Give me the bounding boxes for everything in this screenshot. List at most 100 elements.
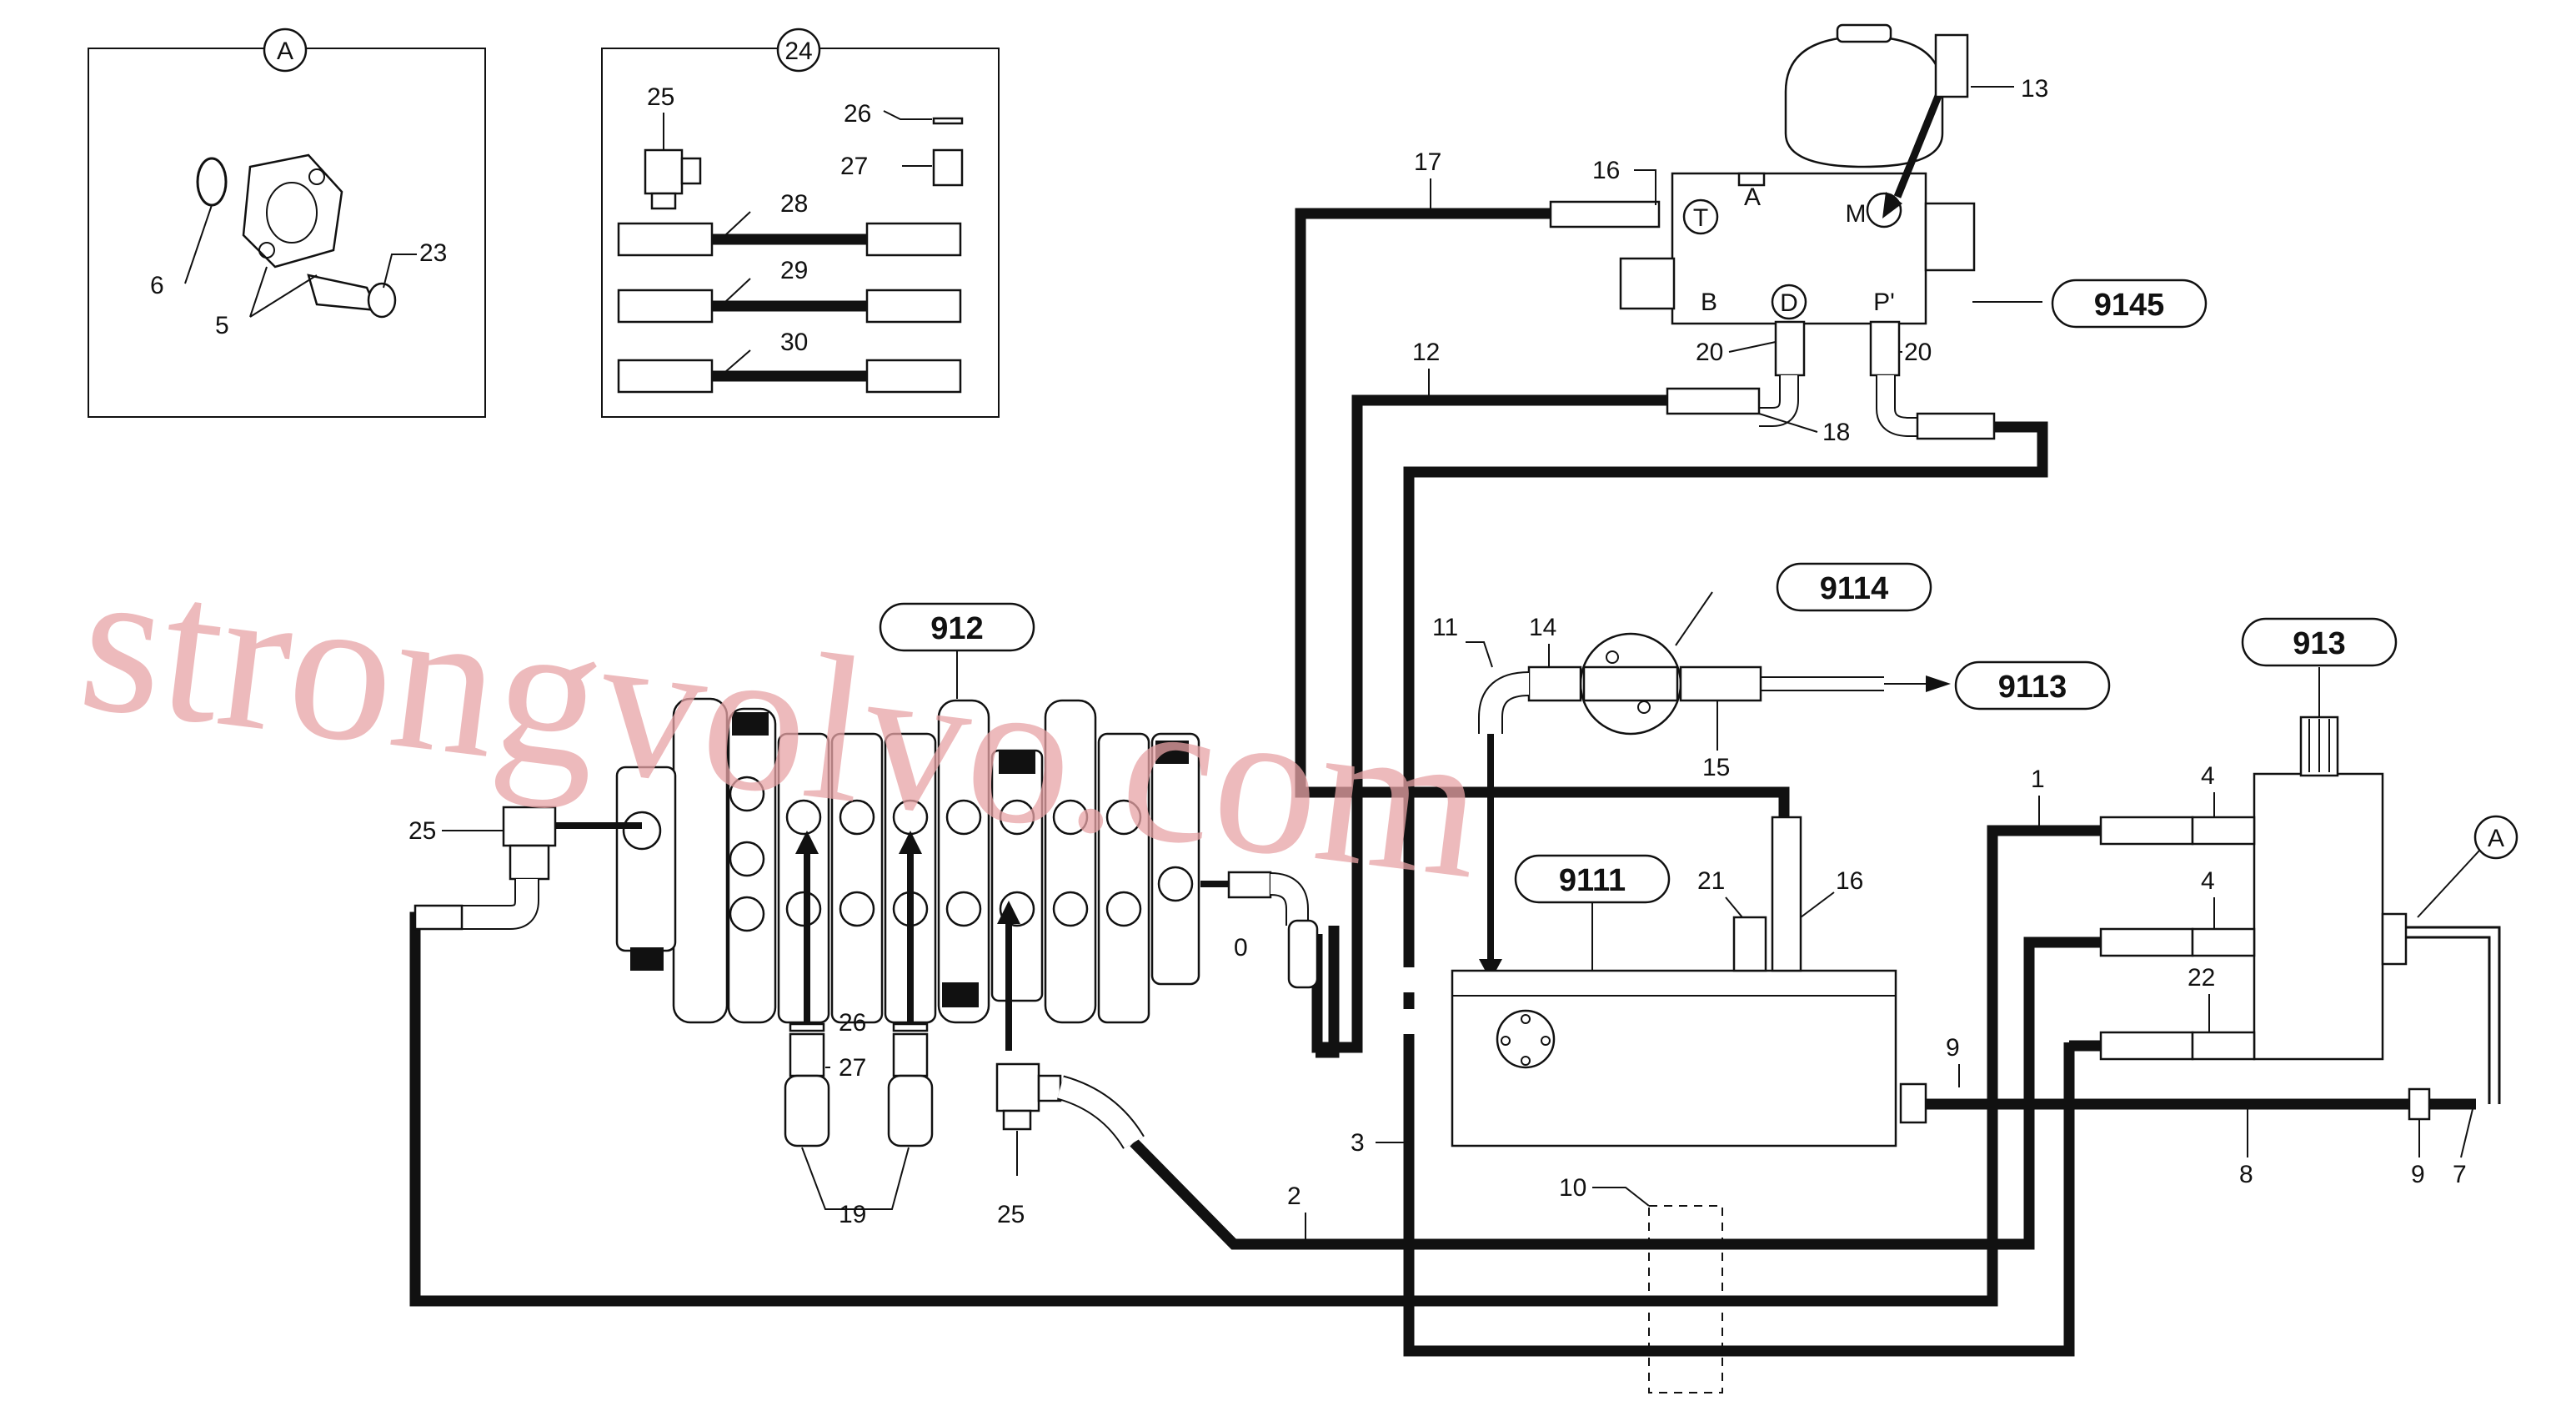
hose-29 [617, 289, 962, 324]
hose-12-end [1316, 926, 1340, 1058]
inset-24-tag: 24 [784, 38, 812, 65]
leader [883, 110, 932, 120]
label: 16 [1592, 157, 1620, 184]
inset-a-tag-circle [263, 28, 308, 73]
ref-label: 9145 [2094, 288, 2165, 323]
hose-17 [1295, 208, 1551, 798]
label: 4 [2201, 867, 2215, 895]
label: 14 [1529, 614, 1556, 641]
gauge-coupling [1934, 33, 1969, 98]
adapter [932, 148, 964, 187]
tee-fitting-nut [650, 192, 677, 210]
o-ring [196, 157, 228, 207]
flange-half [242, 153, 343, 269]
label: 20 [1696, 339, 1723, 366]
label: 0 [1234, 934, 1248, 962]
fitting-4a [2099, 816, 2194, 846]
detail-a-tag [2473, 815, 2518, 860]
arrow-head [1882, 192, 1902, 218]
tee-fitting [644, 148, 684, 195]
fitting-20 [1774, 320, 1806, 377]
label: 15 [1702, 754, 1730, 781]
hose-3 [1403, 421, 2048, 967]
valve-block-9145: T M A B D P' 9145 [1549, 23, 2208, 440]
label: 18 [1822, 419, 1850, 446]
fitting-4b [2099, 927, 2194, 957]
label: 27 [840, 153, 868, 180]
fitting-16 [1549, 200, 1661, 228]
tank-cap [1496, 1009, 1556, 1069]
coupling-19b [887, 1074, 934, 1147]
valve-section [1044, 699, 1097, 1024]
flange-hole [258, 242, 275, 259]
fitting-9 [1899, 1082, 1927, 1124]
ref-9114 [1776, 562, 1932, 612]
label: 25 [997, 1201, 1025, 1228]
label: 6 [150, 272, 164, 299]
port-label: P' [1873, 289, 1895, 316]
valve-block-side [1619, 257, 1676, 310]
fitting-21 [1732, 916, 1767, 972]
ref-label: 9111 [1559, 863, 1626, 898]
label: 19 [839, 1201, 866, 1228]
label: 11 [1432, 614, 1458, 641]
tank-913: 913 A [2099, 617, 2518, 1121]
solenoid [1924, 202, 1976, 272]
seal-washer [932, 117, 964, 125]
ref-913 [2241, 617, 2398, 667]
fitting-20b [1869, 320, 1901, 377]
hose-30 [617, 359, 962, 394]
ref-9145 [2051, 279, 2208, 329]
control-valve-912: 912 [413, 602, 1319, 1210]
fitting-14 [1527, 665, 1582, 702]
label: 20 [1904, 339, 1932, 366]
leader [724, 278, 751, 303]
ref-label: 912 [930, 611, 983, 646]
screw [307, 274, 379, 312]
flange-bore [266, 182, 318, 244]
label: 4 [2201, 762, 2215, 790]
port-label: B [1701, 289, 1717, 316]
label: 8 [2239, 1161, 2253, 1188]
label: 29 [780, 257, 808, 284]
leader [724, 211, 751, 236]
tee-fitting-port [680, 157, 702, 185]
label: 1 [2031, 766, 2045, 793]
label: 9 [2411, 1161, 2425, 1188]
port-label: A [2488, 825, 2504, 852]
port-label: A [1744, 183, 1761, 211]
tank-9111: 9111 [1451, 816, 1927, 1393]
fitting-22 [2099, 1031, 2194, 1061]
label: 17 [1414, 148, 1441, 176]
fitting-9b [2408, 1087, 2431, 1121]
tee-fitting-25b [995, 1062, 1040, 1112]
hidden-part-10 [1648, 1205, 1723, 1393]
plug [732, 712, 769, 736]
inset-24-tag-circle [776, 28, 821, 73]
leader [249, 274, 318, 318]
label: 10 [1559, 1174, 1586, 1202]
coupling-19 [784, 1074, 830, 1147]
label: 3 [1351, 1129, 1365, 1157]
hose-3-return [1403, 1034, 2075, 1357]
label: 28 [780, 190, 808, 218]
inset-a-tag: A [277, 38, 293, 65]
label: 25 [408, 817, 436, 845]
ref-label: 9113 [1998, 670, 2067, 705]
hose-22 [2063, 1040, 2101, 1052]
fitting-16b [1771, 816, 1802, 972]
ref-9111 [1514, 854, 1671, 904]
accumulator-cap [1836, 23, 1892, 43]
screw-head [367, 282, 397, 319]
leader [249, 266, 268, 318]
label: 2 [1287, 1183, 1301, 1210]
valve-section [937, 699, 990, 1024]
tee-fitting-25 [502, 806, 557, 847]
hose-2 [1130, 936, 2101, 1250]
port-label: M [1846, 200, 1867, 228]
label: 23 [419, 239, 447, 267]
port-d [1771, 284, 1807, 320]
label: 13 [2021, 75, 2048, 103]
